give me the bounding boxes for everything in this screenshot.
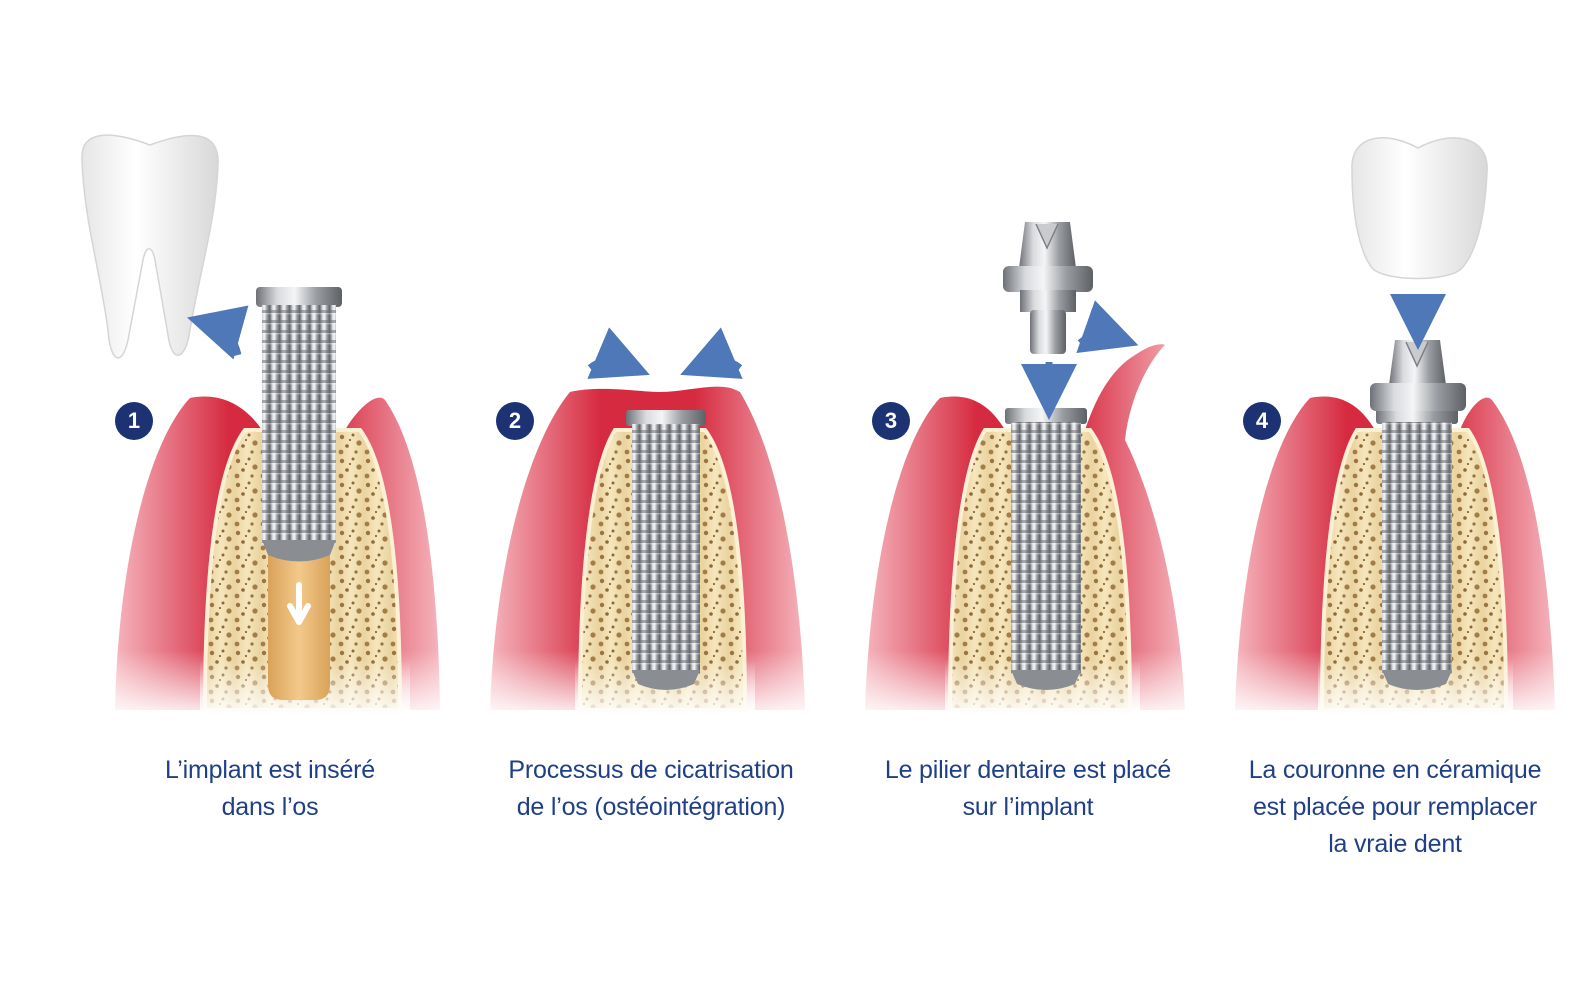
caption-line: Processus de cicatrisation bbox=[508, 756, 794, 784]
caption-line: dans l’os bbox=[221, 793, 319, 821]
caption-line: la vraie dent bbox=[1328, 830, 1462, 858]
threaded-implant-icon bbox=[626, 410, 706, 690]
step-number-badge: 1 bbox=[115, 402, 153, 440]
ceramic-crown-icon bbox=[1351, 137, 1488, 280]
step-3-caption: Le pilier dentaire est placé sur l’impla… bbox=[848, 752, 1208, 826]
drilled-socket bbox=[268, 540, 330, 700]
curved-arrow-icon bbox=[680, 327, 743, 379]
molar-tooth-icon bbox=[81, 134, 219, 359]
caption-line: L’implant est inséré bbox=[164, 756, 375, 784]
caption-line: sur l’implant bbox=[962, 793, 1094, 821]
abutment-icon bbox=[1003, 222, 1093, 354]
threaded-implant-icon bbox=[1005, 408, 1087, 690]
step-1-illustration bbox=[81, 134, 450, 720]
step-2-illustration bbox=[485, 327, 815, 720]
caption-line: de l’os (ostéointégration) bbox=[516, 793, 786, 821]
step-number-badge: 4 bbox=[1243, 402, 1281, 440]
step-number-badge: 3 bbox=[872, 402, 910, 440]
step-number-badge: 2 bbox=[496, 402, 534, 440]
threaded-implant-icon bbox=[256, 287, 342, 562]
step-3-illustration bbox=[860, 222, 1200, 720]
threaded-implant-icon bbox=[1376, 408, 1458, 690]
step-2-caption: Processus de cicatrisation de l’os (osté… bbox=[471, 752, 831, 826]
abutment-icon bbox=[1370, 340, 1466, 411]
caption-line: est placée pour remplacer bbox=[1252, 793, 1538, 821]
down-arrow-icon bbox=[287, 582, 311, 625]
caption-line: Le pilier dentaire est placé bbox=[884, 756, 1172, 784]
curved-arrow-icon bbox=[587, 327, 650, 379]
step-4-illustration bbox=[1230, 137, 1570, 720]
step-4-caption: La couronne en céramique est placée pour… bbox=[1215, 752, 1575, 863]
curved-arrow-icon bbox=[1076, 300, 1139, 354]
step-1-caption: L’implant est inséré dans l’os bbox=[90, 752, 450, 826]
caption-line: La couronne en céramique bbox=[1248, 756, 1542, 784]
curved-arrow-icon bbox=[187, 305, 249, 360]
